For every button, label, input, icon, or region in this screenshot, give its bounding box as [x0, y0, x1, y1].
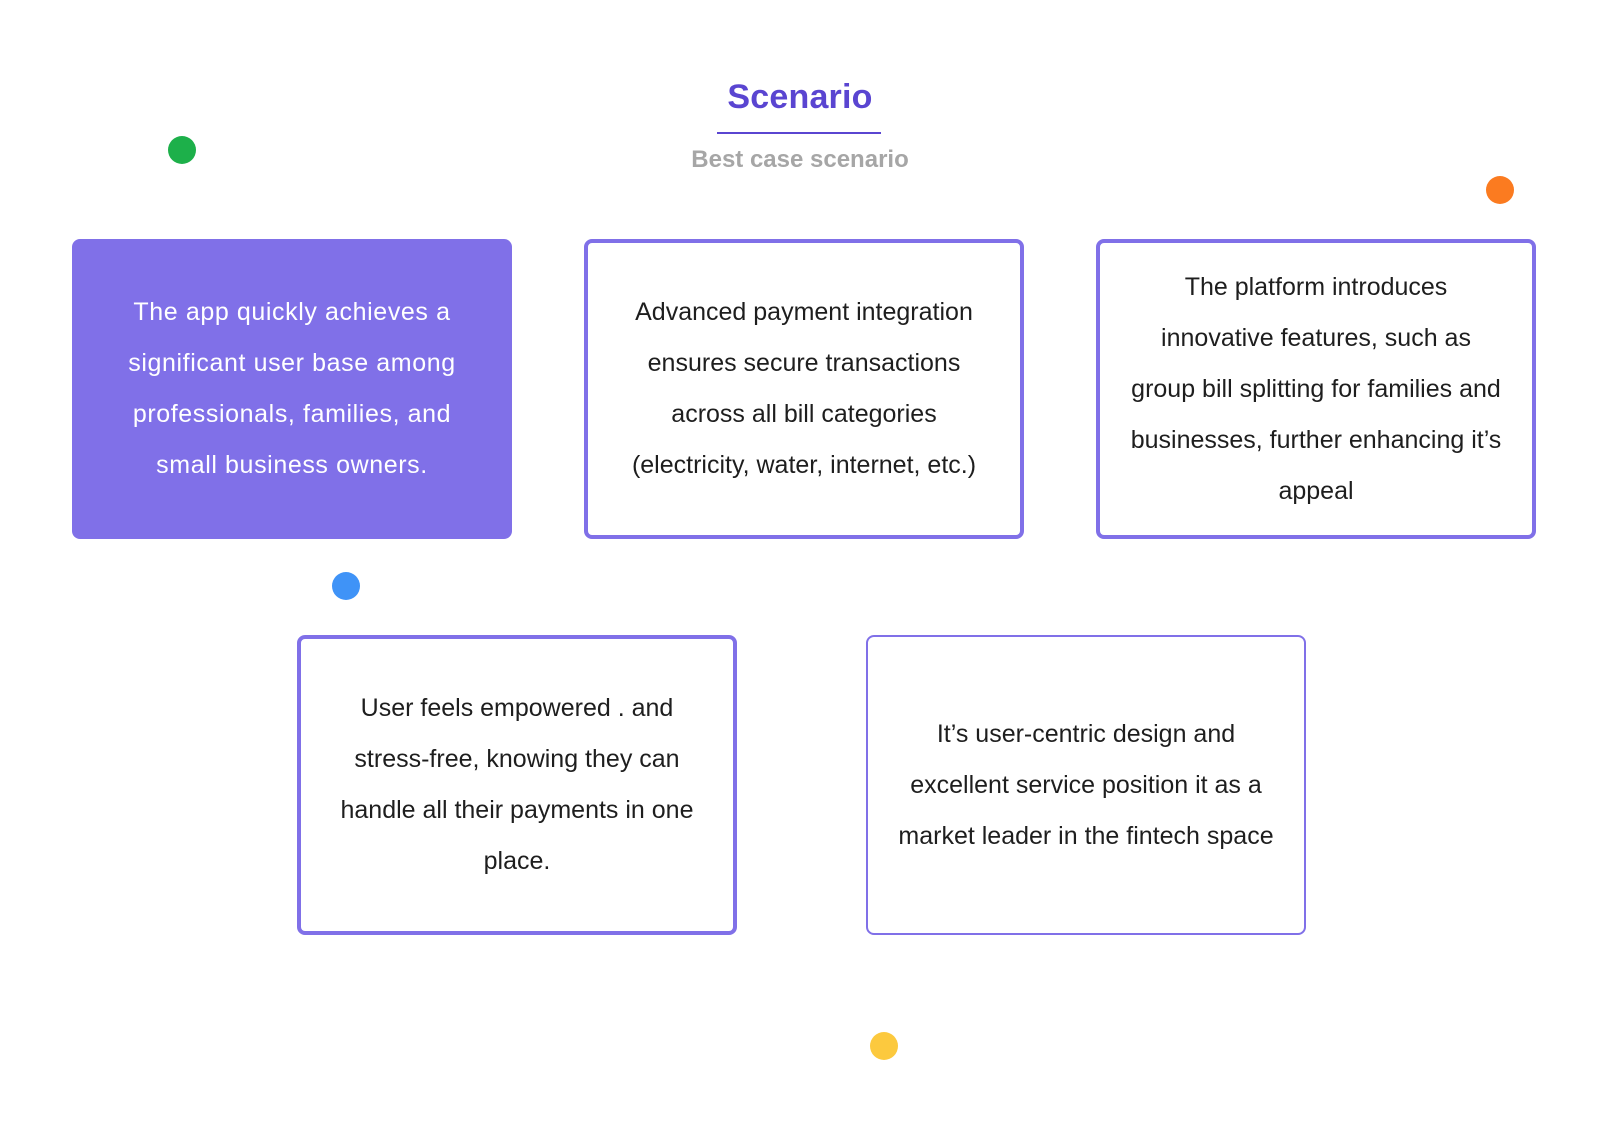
title-underline — [717, 132, 881, 134]
page-subtitle: Best case scenario — [691, 146, 909, 173]
scenario-card-user-empowered: User feels empowered . and stress-free, … — [297, 635, 737, 935]
scenario-card-innovative-features: The platform introduces innovative featu… — [1096, 239, 1536, 539]
blue-dot — [332, 572, 360, 600]
card-text: User feels empowered . and stress-free, … — [340, 694, 694, 875]
yellow-dot — [870, 1032, 898, 1060]
scenario-card-market-leader: It’s user-centric design and excellent s… — [866, 635, 1306, 935]
page-title: Scenario — [727, 78, 873, 116]
card-text: The app quickly achieves a significant u… — [128, 298, 456, 479]
scenario-card-payment-integration: Advanced payment integration ensures sec… — [584, 239, 1024, 539]
green-dot — [168, 136, 196, 164]
orange-dot — [1486, 176, 1514, 204]
card-text: Advanced payment integration ensures sec… — [631, 298, 977, 479]
scenario-card-user-base: The app quickly achieves a significant u… — [72, 239, 512, 539]
card-text: It’s user-centric design and excellent s… — [898, 719, 1274, 850]
card-text: The platform introduces innovative featu… — [1130, 272, 1502, 505]
